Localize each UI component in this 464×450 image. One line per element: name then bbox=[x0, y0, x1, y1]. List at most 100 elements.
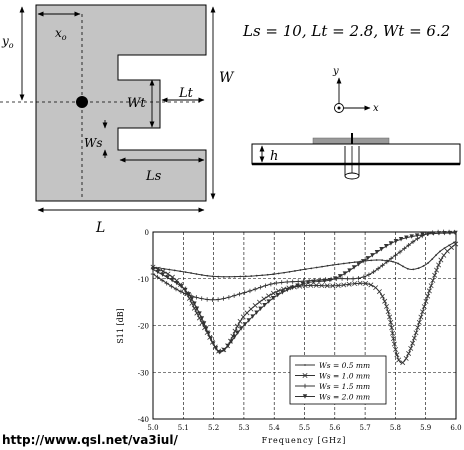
data-point bbox=[417, 267, 420, 270]
data-point bbox=[162, 267, 165, 270]
data-point bbox=[277, 272, 280, 275]
data-point bbox=[305, 280, 311, 285]
legend-entry: Ws = 2.0 mm bbox=[319, 393, 370, 402]
data-point bbox=[294, 270, 296, 272]
w-label: W bbox=[219, 70, 235, 86]
data-point bbox=[228, 275, 231, 278]
l-label: L bbox=[95, 220, 105, 236]
data-point bbox=[206, 274, 209, 277]
wt-label: Wt bbox=[127, 96, 146, 111]
data-point bbox=[352, 281, 358, 287]
ls-label: Ls bbox=[145, 169, 162, 184]
data-point bbox=[389, 325, 395, 331]
data-point bbox=[380, 263, 385, 268]
data-point bbox=[169, 277, 175, 283]
x-tick-label: 5.5 bbox=[299, 424, 310, 432]
axis-y-label: y bbox=[332, 66, 339, 77]
data-point bbox=[229, 339, 234, 344]
data-point bbox=[261, 274, 264, 277]
z-axis-dot-icon bbox=[337, 106, 341, 110]
data-point bbox=[159, 278, 165, 283]
data-point bbox=[217, 275, 220, 278]
legend-marker bbox=[302, 383, 308, 389]
data-point bbox=[200, 274, 203, 276]
data-point bbox=[345, 276, 350, 281]
data-point bbox=[279, 280, 284, 285]
data-point bbox=[315, 266, 318, 269]
data-point bbox=[155, 274, 160, 280]
series-line bbox=[152, 240, 457, 278]
data-point bbox=[194, 306, 200, 311]
data-point bbox=[391, 341, 397, 347]
data-point bbox=[311, 279, 316, 284]
data-point bbox=[438, 257, 444, 263]
legend-marker bbox=[302, 373, 308, 378]
patch-diagram: xo yo W L Wt Lt Ws Ls bbox=[0, 4, 235, 236]
data-point bbox=[274, 280, 279, 286]
data-point bbox=[416, 319, 422, 325]
x-tick-label: 5.0 bbox=[147, 424, 158, 432]
data-point bbox=[308, 282, 314, 288]
data-point bbox=[385, 309, 391, 315]
x-tick-label: 5.2 bbox=[208, 424, 219, 432]
chart-series bbox=[150, 229, 459, 366]
data-point bbox=[252, 303, 258, 308]
x-tick-label: 5.3 bbox=[238, 424, 249, 432]
data-point bbox=[194, 295, 199, 300]
lt-label: Lt bbox=[178, 86, 194, 101]
data-point bbox=[410, 340, 416, 346]
data-point bbox=[365, 256, 370, 261]
data-point bbox=[150, 271, 156, 277]
data-point bbox=[427, 261, 430, 264]
data-point bbox=[408, 345, 414, 351]
data-point bbox=[201, 321, 207, 326]
data-point bbox=[285, 287, 290, 293]
chart-x-axis-label: Frequency [GHz] bbox=[262, 436, 347, 445]
data-point bbox=[448, 244, 454, 250]
data-point bbox=[213, 346, 219, 351]
data-point bbox=[453, 241, 459, 247]
data-point bbox=[375, 266, 381, 271]
data-point bbox=[403, 355, 409, 361]
data-point bbox=[244, 275, 247, 278]
data-point bbox=[266, 293, 272, 299]
data-point bbox=[183, 287, 188, 293]
data-point bbox=[347, 268, 352, 273]
data-point bbox=[300, 281, 305, 287]
data-point bbox=[222, 347, 227, 353]
data-point bbox=[361, 274, 367, 280]
data-point bbox=[179, 284, 184, 289]
data-point bbox=[447, 230, 453, 236]
data-point bbox=[235, 330, 240, 335]
data-point bbox=[324, 283, 330, 289]
legend-entry: Ws = 1.0 mm bbox=[319, 372, 370, 381]
data-point bbox=[242, 290, 247, 295]
data-point bbox=[397, 249, 403, 255]
data-point bbox=[387, 314, 393, 320]
x-tick-label: 5.1 bbox=[178, 424, 189, 432]
data-point bbox=[335, 283, 341, 289]
data-point bbox=[204, 297, 210, 302]
substrate bbox=[251, 143, 461, 165]
data-point bbox=[398, 237, 404, 242]
data-point bbox=[425, 293, 431, 299]
y-tick-label: 0 bbox=[145, 229, 149, 237]
data-point bbox=[199, 316, 205, 321]
data-point bbox=[418, 314, 424, 320]
data-point bbox=[268, 281, 274, 287]
data-point bbox=[388, 241, 394, 246]
source-url-text: http://www.qsl.net/va3iul/ bbox=[2, 433, 178, 447]
data-point bbox=[288, 270, 291, 273]
data-point bbox=[240, 314, 246, 320]
data-point bbox=[353, 261, 356, 264]
data-point bbox=[359, 260, 362, 263]
data-point bbox=[406, 242, 411, 248]
data-point bbox=[356, 262, 361, 267]
data-point bbox=[217, 350, 222, 355]
data-point bbox=[426, 288, 432, 294]
chart-gridlines bbox=[153, 232, 456, 419]
data-point bbox=[275, 292, 280, 298]
data-point bbox=[295, 283, 300, 288]
data-point bbox=[290, 279, 295, 284]
